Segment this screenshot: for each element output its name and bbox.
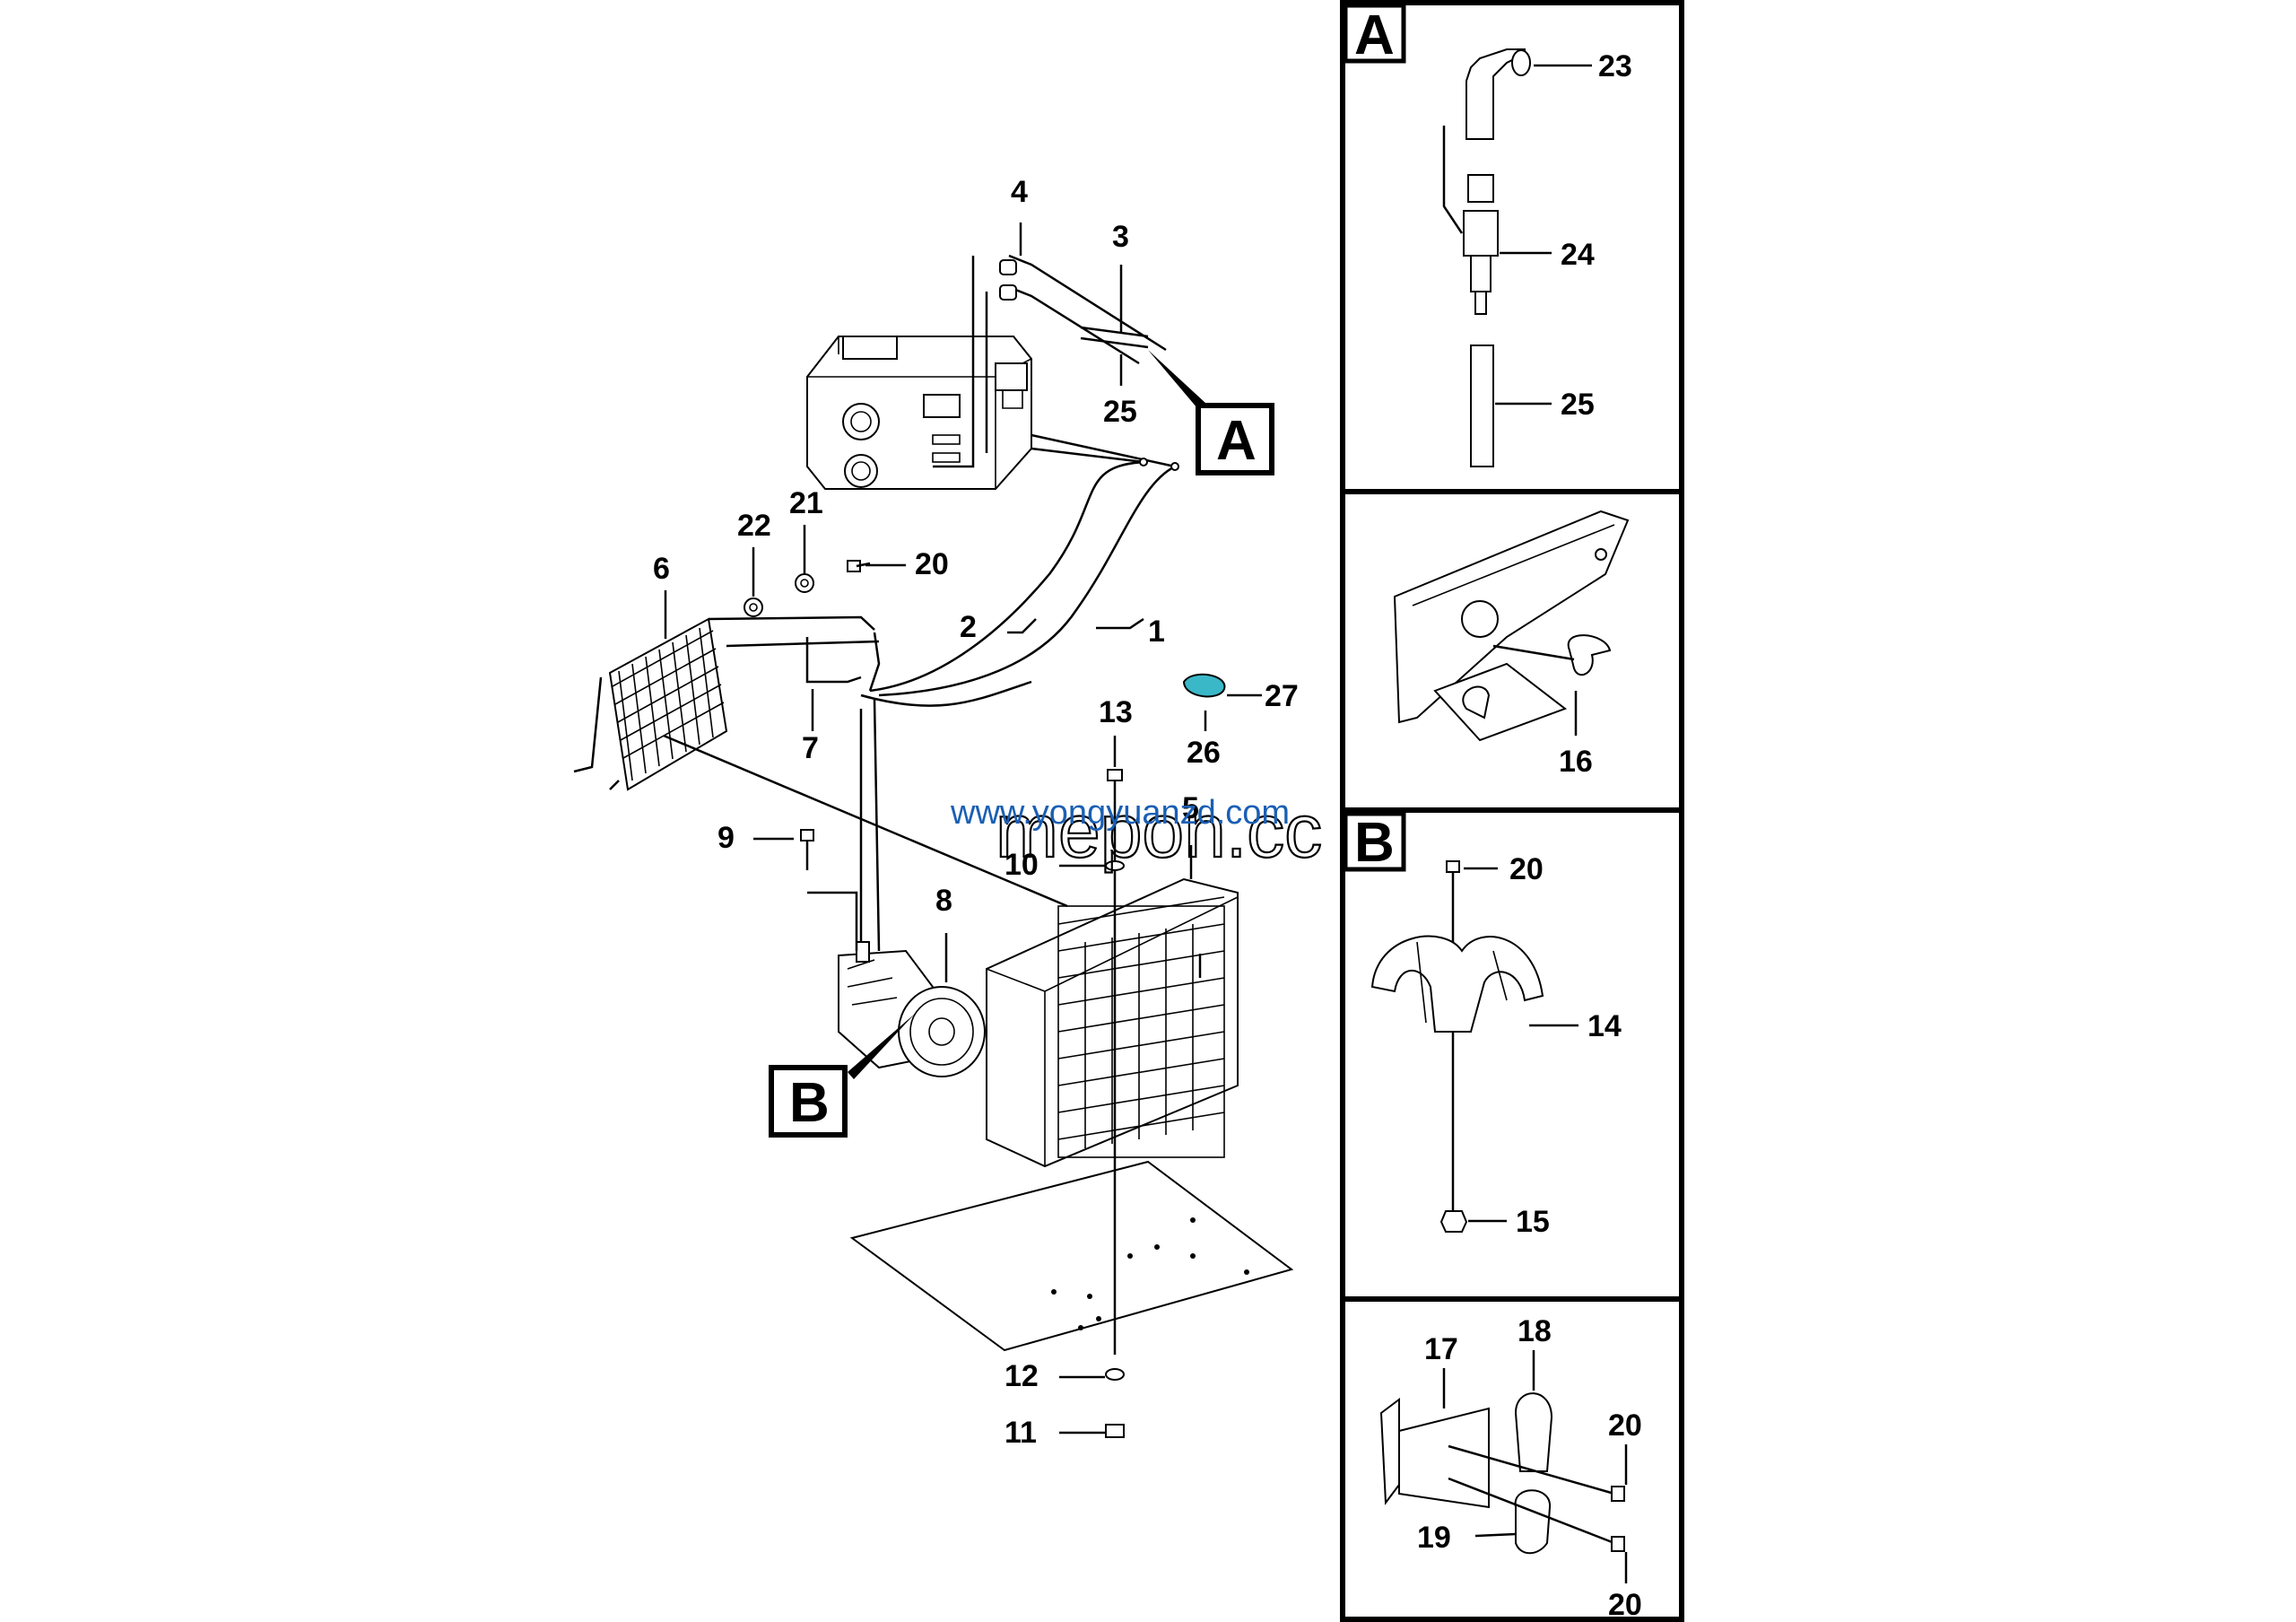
- callout-2: 2: [960, 610, 977, 644]
- evaporator-unit: [806, 336, 1032, 490]
- panel-2-frame: [1340, 489, 1684, 813]
- svg-text:B: B: [789, 1072, 830, 1134]
- panel-b: B 20 14 15: [1343, 811, 1622, 1239]
- callout-22: 22: [737, 509, 771, 543]
- watermark: mepon.cc www.yongyuanzd.com: [950, 788, 1323, 874]
- callout-10: 10: [1004, 848, 1039, 882]
- panel-4: 17 18 20 19 20: [1379, 1314, 1642, 1622]
- panel-a-callout-23: 23: [1598, 49, 1632, 83]
- callout-12: 12: [1004, 1359, 1039, 1393]
- callout-26: 26: [1187, 736, 1221, 770]
- callout-5: 5: [1182, 791, 1199, 825]
- callout-25: 25: [1103, 395, 1137, 429]
- panel-b-callout-14: 14: [1587, 1009, 1622, 1043]
- long-bolt: [1105, 769, 1125, 1438]
- panel-b-tag: B: [1354, 812, 1395, 874]
- condenser: [573, 615, 880, 791]
- detail-tag-b: B: [769, 1014, 915, 1138]
- condenser-hardware: [744, 560, 871, 617]
- leader-lines: [664, 222, 1262, 1435]
- panel-4-callout-17: 17: [1424, 1332, 1458, 1366]
- panel-4-callout-20-top: 20: [1608, 1408, 1642, 1443]
- pipe-bracket: [933, 254, 1167, 468]
- callout-3: 3: [1112, 220, 1129, 254]
- compressor-lines: [663, 632, 1068, 952]
- callout-20: 20: [915, 547, 949, 581]
- base-plate: [849, 1160, 1294, 1352]
- panel-2: 16: [1393, 510, 1630, 779]
- callout-4: 4: [1011, 175, 1028, 209]
- highlighted-clip-26: [1182, 673, 1226, 698]
- refrigerant-hoses: [869, 433, 1179, 697]
- callout-8: 8: [935, 884, 952, 918]
- panel-b-callout-20: 20: [1509, 852, 1544, 886]
- compressor: [838, 941, 986, 1077]
- callout-numbers: 1 2 3 4 5 6 7 8 9 10 11 12 13 20 21 22 2…: [653, 175, 1299, 1450]
- panel-4-frame: [1340, 1296, 1684, 1622]
- callout-27: 27: [1265, 679, 1299, 713]
- watermark-mepon: mepon.cc: [996, 789, 1322, 873]
- panel-4-callout-20-bottom: 20: [1608, 1588, 1642, 1622]
- bolt-9: [800, 829, 858, 951]
- callout-1: 1: [1148, 615, 1165, 649]
- panel-b-callout-15: 15: [1516, 1205, 1550, 1239]
- panel-2-callout-16: 16: [1559, 745, 1593, 779]
- svg-text:A: A: [1216, 410, 1257, 472]
- panel-4-callout-18: 18: [1518, 1314, 1552, 1348]
- panel-a-callout-24: 24: [1561, 238, 1595, 272]
- panel-a-callout-25: 25: [1561, 388, 1595, 422]
- callout-6: 6: [653, 552, 670, 586]
- callout-7: 7: [802, 731, 819, 765]
- detail-tag-a: A: [1148, 350, 1274, 475]
- panel-4-callout-19: 19: [1417, 1521, 1451, 1555]
- callout-13: 13: [1099, 695, 1133, 729]
- callout-9: 9: [718, 821, 735, 855]
- panel-a: A 23 24 25: [1343, 3, 1632, 467]
- watermark-url: www.yongyuanzd.com: [950, 794, 1290, 832]
- callout-21: 21: [789, 486, 823, 520]
- panel-a-tag: A: [1354, 4, 1395, 66]
- heat-exchanger: [986, 877, 1239, 1168]
- callout-11: 11: [1004, 1416, 1037, 1450]
